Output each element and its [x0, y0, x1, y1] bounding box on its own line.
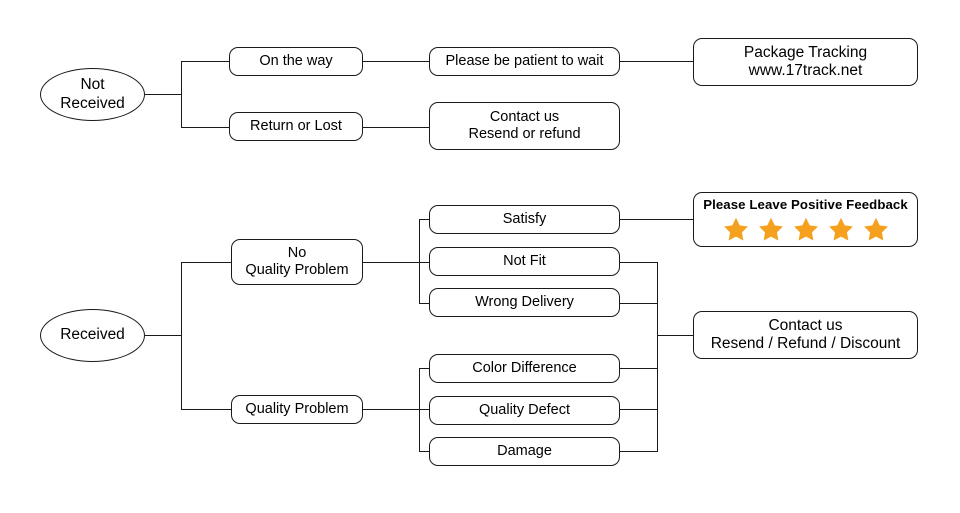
node-color-difference[interactable]: Color Difference: [429, 354, 620, 383]
connector-satisfy-to-feedback: [620, 219, 694, 220]
connector-on-the-way-to-wait: [363, 61, 430, 62]
node-quality-problem-label: Quality Problem: [245, 400, 349, 417]
connector-to-no-quality-problem: [181, 262, 231, 263]
node-not-fit-label: Not Fit: [503, 252, 546, 269]
connector-to-quality-problem: [181, 409, 231, 410]
connector-nqp-to-wrong-delivery: [419, 303, 430, 304]
node-on-the-way-label: On the way: [259, 52, 333, 69]
node-return-or-lost-label: Return or Lost: [250, 117, 342, 134]
node-please-be-patient[interactable]: Please be patient to wait: [429, 47, 620, 76]
connector-nqp-out: [363, 262, 419, 263]
connector-nqp-to-satisfy: [419, 219, 430, 220]
node-satisfy[interactable]: Satisfy: [429, 205, 620, 234]
connector-merge-bus: [657, 262, 658, 452]
node-resolution-line2: Resend / Refund / Discount: [710, 335, 901, 352]
connector-qp-split: [419, 368, 420, 452]
node-package-tracking-line1: Package Tracking: [743, 43, 868, 61]
node-not-fit[interactable]: Not Fit: [429, 247, 620, 276]
connector-qp-out: [363, 409, 419, 410]
connector-nqp-split: [419, 219, 420, 303]
connector-wait-to-tracking: [620, 61, 694, 62]
node-no-quality-problem[interactable]: No Quality Problem: [231, 239, 363, 285]
connector-not-received-split: [181, 61, 182, 127]
connector-color-difference-merge: [620, 368, 658, 369]
node-on-the-way[interactable]: On the way: [229, 47, 363, 76]
node-quality-defect[interactable]: Quality Defect: [429, 396, 620, 425]
connector-merge-to-resolution: [657, 335, 694, 336]
node-damage-label: Damage: [497, 442, 552, 459]
star-rating[interactable]: [723, 216, 889, 242]
connector-quality-defect-merge: [620, 409, 658, 410]
star-icon[interactable]: [793, 216, 819, 242]
node-no-quality-problem-line2: Quality Problem: [245, 262, 349, 278]
node-satisfy-label: Satisfy: [502, 210, 547, 227]
node-received[interactable]: Received: [40, 309, 145, 362]
node-positive-feedback-label: Please Leave Positive Feedback: [703, 197, 908, 213]
node-wrong-delivery-label: Wrong Delivery: [475, 293, 574, 310]
node-color-difference-label: Color Difference: [472, 359, 577, 376]
star-icon[interactable]: [828, 216, 854, 242]
connector-qp-to-damage: [419, 451, 430, 452]
node-wrong-delivery[interactable]: Wrong Delivery: [429, 288, 620, 317]
connector-received-trunk: [145, 335, 181, 336]
star-icon[interactable]: [758, 216, 784, 242]
connector-to-on-the-way: [181, 61, 230, 62]
node-package-tracking[interactable]: Package Tracking www.17track.net: [693, 38, 918, 86]
star-icon[interactable]: [723, 216, 749, 242]
connector-wrong-delivery-merge: [620, 303, 658, 304]
node-contact-resend-refund-line2: Resend or refund: [468, 126, 581, 142]
node-positive-feedback[interactable]: Please Leave Positive Feedback: [693, 192, 918, 247]
star-icon[interactable]: [863, 216, 889, 242]
node-quality-problem[interactable]: Quality Problem: [231, 395, 363, 424]
node-package-tracking-line2: www.17track.net: [748, 62, 863, 79]
node-not-received[interactable]: Not Received: [40, 68, 145, 121]
node-not-received-line2: Received: [60, 94, 125, 112]
node-not-received-line1: Not: [80, 76, 105, 94]
node-please-be-patient-label: Please be patient to wait: [445, 52, 604, 69]
node-return-or-lost[interactable]: Return or Lost: [229, 112, 363, 141]
node-resolution-line1: Contact us: [768, 316, 843, 334]
node-quality-defect-label: Quality Defect: [478, 401, 571, 418]
connector-not-received-trunk: [145, 94, 181, 95]
connector-return-to-contact: [363, 127, 430, 128]
connector-qp-to-color-difference: [419, 368, 430, 369]
connector-nqp-to-not-fit: [419, 262, 430, 263]
node-contact-resend-refund-line1: Contact us: [489, 108, 560, 125]
connector-qp-to-quality-defect: [419, 409, 430, 410]
connector-received-split: [181, 262, 182, 409]
node-no-quality-problem-line1: No: [287, 244, 307, 261]
node-contact-resend-refund-discount[interactable]: Contact us Resend / Refund / Discount: [693, 311, 918, 359]
connector-damage-merge: [620, 451, 658, 452]
connector-to-return-or-lost: [181, 127, 230, 128]
node-received-label: Received: [60, 326, 125, 344]
node-damage[interactable]: Damage: [429, 437, 620, 466]
node-contact-resend-refund[interactable]: Contact us Resend or refund: [429, 102, 620, 150]
connector-not-fit-merge: [620, 262, 658, 263]
